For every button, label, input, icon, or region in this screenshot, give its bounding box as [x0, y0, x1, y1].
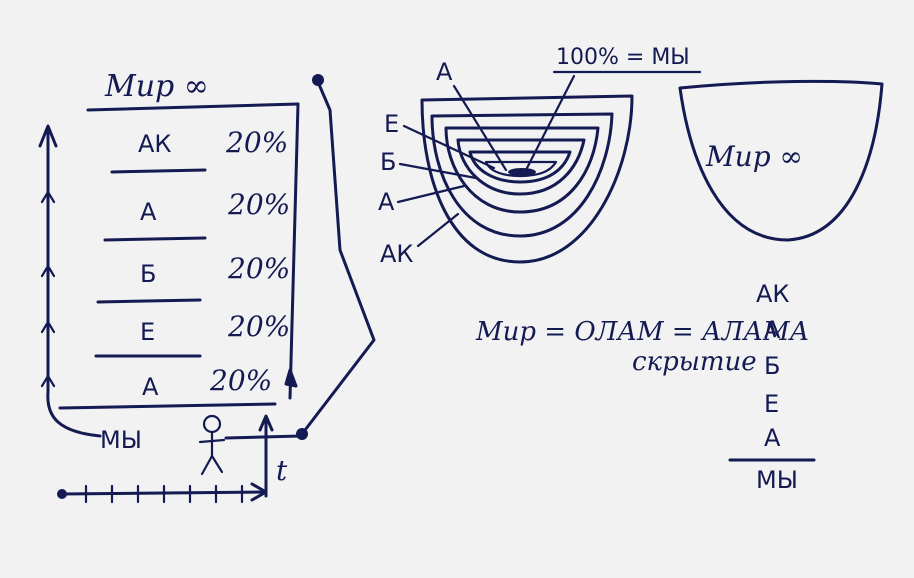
row-percent-a2: 20%: [209, 364, 272, 397]
tall-right-arrow: [288, 102, 300, 400]
time-label: t: [276, 454, 288, 487]
left-bottom-label: МЫ: [100, 426, 142, 454]
bowl-label-b: Б: [380, 148, 396, 176]
bowl-label-e: Е: [384, 110, 399, 138]
table-line-top: [86, 102, 300, 112]
row-label-e: Е: [140, 318, 155, 346]
connector-dot-bottom: [296, 428, 308, 440]
row-label-ak: АК: [138, 130, 171, 158]
connector-dot-top: [312, 74, 324, 86]
time-axis-dot: [57, 489, 67, 499]
left-arrow-head: [38, 124, 58, 148]
t-up-arrow-head: [258, 414, 274, 432]
left-chevron-2: [40, 264, 56, 278]
equation-line-2: скрытие: [632, 347, 757, 377]
pointer-a-top: [452, 84, 508, 172]
bowl-label-ak: АК: [380, 240, 413, 268]
bowl-layer-3: [444, 126, 600, 214]
row-percent-b: 20%: [227, 252, 290, 285]
right-stack-item-ak: АК: [756, 280, 789, 308]
bowl-label-a-top: А: [436, 58, 453, 86]
world-bowl-outline: [678, 79, 884, 242]
left-chevron-3: [40, 320, 56, 334]
right-stack-bottom-label: МЫ: [756, 466, 798, 494]
table-line-3: [96, 298, 202, 304]
row-label-a1: А: [140, 198, 157, 226]
right-stack-item-a2: А: [764, 424, 781, 452]
left-chevron-4: [40, 374, 56, 388]
bowl-layer-1: [420, 94, 634, 264]
nested-bowl-top-label: 100% = МЫ: [556, 45, 690, 70]
world-bowl-label: Мир ∞: [705, 140, 803, 173]
pointer-a-mid: [396, 184, 466, 204]
equation-line-1: Мир = ОЛАМ = АЛАМА: [475, 317, 809, 347]
bowl-layer-5: [468, 150, 572, 184]
lightning-connector: [300, 80, 376, 436]
right-stack-item-b: Б: [764, 352, 780, 380]
bowl-core: [508, 168, 536, 176]
pointer-ak: [416, 212, 460, 248]
world-bowl: Мир ∞: [678, 79, 884, 242]
pointer-b: [398, 162, 478, 180]
right-stack-item-a1: А: [764, 316, 781, 344]
right-stack: АК А Б Е А МЫ: [728, 280, 816, 494]
row-percent-e: 20%: [227, 310, 290, 343]
time-axis-arrow: [250, 482, 268, 502]
nested-bowl: 100% = МЫ А Е Б А АК: [378, 45, 702, 268]
row-percent-a1: 20%: [227, 188, 290, 221]
table-line-bottom: [58, 402, 277, 410]
row-percent-ak: 20%: [225, 126, 288, 159]
table-line-2: [103, 236, 207, 242]
left-up-arrow: [46, 126, 102, 438]
time-axis-ticks: [84, 484, 244, 504]
left-table-title: Мир ∞: [104, 69, 209, 104]
bowl-label-a-mid: А: [378, 188, 395, 216]
stick-figure-icon: [198, 414, 226, 476]
left-table: Мир ∞ АК А Б Е А 20% 20% 20% 20% 20% МЫ: [38, 69, 376, 504]
pointer-e: [402, 124, 496, 170]
table-line-1: [110, 168, 207, 174]
pointer-top: [524, 74, 576, 172]
equation: Мир = ОЛАМ = АЛАМА скрытие: [475, 317, 809, 377]
bowl-layer-6: [484, 160, 558, 178]
left-chevron-1: [40, 190, 56, 204]
tall-right-arrow-head: [284, 368, 298, 388]
figure-line: [224, 434, 302, 440]
bowl-layer-4: [456, 138, 586, 196]
row-label-a2: А: [142, 373, 159, 401]
row-label-b: Б: [140, 260, 156, 288]
right-stack-item-e: Е: [764, 390, 779, 418]
